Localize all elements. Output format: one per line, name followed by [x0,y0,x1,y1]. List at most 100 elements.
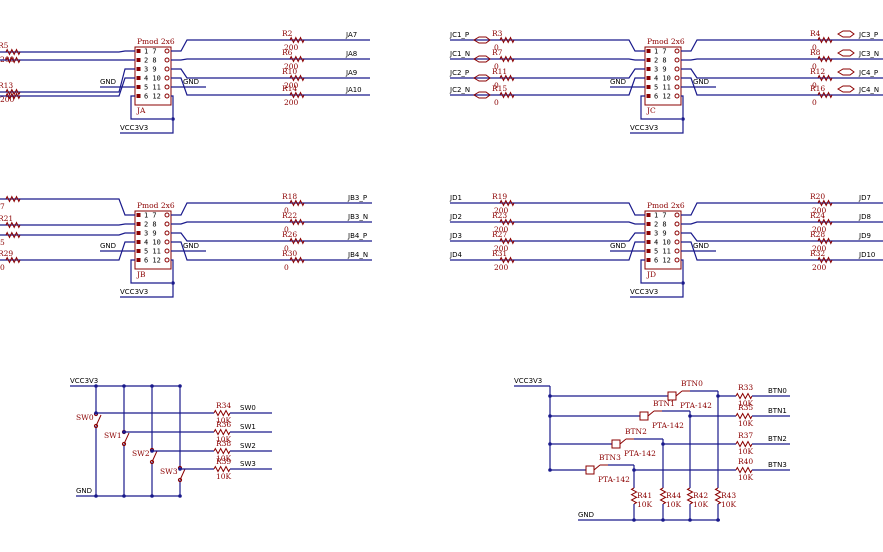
junction-dot [716,518,720,522]
wire [130,259,171,284]
junction-dot [548,468,552,472]
pin-left-icon [136,258,141,262]
net-label: SW2 [240,442,256,450]
vcc-label: VCC3V3 [514,377,542,385]
pushbutton-icon [639,411,649,421]
pin-right-icon [674,248,680,254]
resistor-symbol [499,199,515,207]
button-part: PTA-142 [624,449,656,458]
pin-right-icon [164,212,170,218]
resistor-ref: R23 [492,211,507,220]
net-label: SW1 [240,423,256,431]
net-label: BTN3 [768,461,787,469]
resistor-symbol [499,91,515,99]
pin-right-icon [164,93,170,99]
resistor-ref: R18 [282,192,297,201]
pin-left-icon [646,58,651,62]
pin-row-label: 1 7 [654,48,667,56]
gnd-label: GND [610,242,626,250]
wire [681,39,883,52]
resistor-symbol [289,199,305,207]
pin-left-icon [646,76,651,80]
wire [171,58,370,61]
switch-blade-icon [151,450,158,463]
wire [640,259,681,284]
net-port-icon [837,30,855,38]
wire [171,232,372,242]
pin-row-label: 5 11 [654,248,671,256]
net-label: JC4_N [858,86,879,94]
pin-right-icon [164,221,170,227]
switch-blade-icon [95,414,102,427]
gnd-label: GND [100,78,116,86]
resistor-symbol [714,487,722,505]
pin-right-icon [164,84,170,90]
vcc-label: VCC3V3 [630,288,658,296]
pin-right-icon [674,84,680,90]
net-label: JD7 [858,194,871,202]
resistor-symbol [817,256,833,264]
resistor-value: 200 [284,43,299,52]
resistor-symbol [817,36,833,44]
wire [450,39,645,52]
wire [120,95,174,134]
net-label: BTN0 [768,387,787,395]
resistor-value: 0 [812,98,817,107]
connector-name: JD [646,270,656,279]
wire [0,198,135,216]
resistor-symbol [5,256,21,264]
switch-contact-icon [177,477,183,483]
junction-dot [171,117,175,121]
pin-left-icon [136,58,141,62]
junction-dot [171,281,175,285]
pin-row-label: 2 8 [654,57,667,65]
switch-blade-icon [179,468,186,481]
junction-dot [548,442,552,446]
resistor-symbol [817,91,833,99]
resistor-ref: R27 [492,230,507,239]
net-port-icon [473,55,491,63]
junction-dot [681,281,685,285]
wire [0,50,135,53]
resistor-value: 0 [812,43,817,52]
resistor-symbol [735,392,753,400]
resistor-value: 10K [738,399,754,408]
ja-left-line-1 [0,56,135,64]
net-port-icon [473,36,491,44]
pin-right-icon [674,221,680,227]
switch-contact-icon [121,441,127,447]
pin-left-icon [136,222,141,226]
junction-dot [122,430,126,434]
resistor-ref: R3 [492,29,503,38]
resistor-ref: R14 [282,84,297,93]
pin-row-label: 1 7 [654,212,667,220]
resistor-value: 7 [0,202,5,211]
switch-block: VCC3V3GNDSW0R3410KSW0SW1R3610KSW1SW2R381… [70,377,272,498]
pin-row-label: 6 12 [144,257,161,265]
net-label: JB3_N [347,213,368,221]
resistor-value: 200 [812,206,827,215]
wire [171,68,370,79]
resistor-value: 0 [494,43,499,52]
pin-row-label: 4 10 [654,239,671,247]
net-label: JD8 [858,213,871,221]
net-label: JC2_P [449,69,469,77]
resistor-ref: R35 [738,403,753,412]
resistor-symbol [735,440,753,448]
connector-body [134,210,172,270]
resistor-value: 0 [494,62,499,71]
resistor-ref: R26 [282,230,297,239]
